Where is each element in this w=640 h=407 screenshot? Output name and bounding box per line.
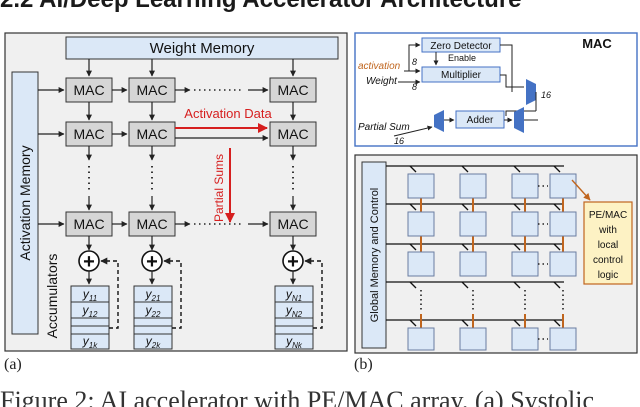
width-16-a: 16	[541, 90, 551, 100]
accumulator-col-1: + y11 y12 y1k	[70, 236, 119, 350]
multiplier-label: Multiplier	[441, 70, 482, 81]
adder-plus-colN: +	[287, 251, 299, 273]
global-memory-block	[361, 161, 387, 349]
pe-grid-bus-lines	[386, 165, 564, 321]
pe-grid-ellipses	[420, 185, 564, 340]
partial-sum-input-label: Partial Sum	[358, 122, 410, 133]
weight-memory-block	[65, 36, 339, 60]
pe-callout-arrow	[571, 179, 591, 201]
panel-a-diagram: Weight Memory Activation Memory MAC MAC …	[4, 32, 348, 352]
pe-callout-line5: logic	[598, 270, 619, 281]
global-memory-label: Global Memory and Control	[369, 188, 381, 323]
acc-cell-c1-r1: y11	[82, 287, 97, 303]
zero-detector-label: Zero Detector	[430, 41, 492, 52]
panel-a-label: (a)	[4, 356, 22, 373]
accumulator-col-N: + yN1 yN2 yNk	[274, 236, 323, 350]
weight-input-label: Weight	[366, 76, 398, 87]
width-8-a: 8	[412, 57, 417, 67]
partial-sum-input-line	[393, 125, 433, 137]
pe-callout-line1: PE/MAC	[589, 210, 627, 221]
zero-detect-bypass-line	[500, 44, 513, 92]
mac-r1cN	[269, 77, 317, 103]
mac-r2cN	[269, 121, 317, 147]
mac-r1c1	[65, 77, 113, 103]
acc-cell-c1-r2: y12	[82, 303, 98, 319]
figure-caption: Figure 2: AI accelerator with PE/MAC arr…	[0, 386, 594, 407]
activation-input-label: activation	[358, 61, 401, 72]
pe-cells	[407, 173, 577, 351]
mac-r1c2-label: MAC	[136, 82, 167, 98]
mac-r2c1-label: MAC	[73, 126, 104, 142]
accumulators-label: Accumulators	[44, 254, 60, 339]
mac-detail-title: MAC	[582, 36, 612, 51]
pe-callout-line2: with	[598, 225, 617, 236]
width-8-b: 8	[412, 82, 417, 92]
mac-r1c1-label: MAC	[73, 82, 104, 98]
width-16-b: 16	[394, 136, 404, 146]
acc-cell-c2-r2: y22	[145, 303, 161, 319]
mac-rkcN-label: MAC	[277, 216, 308, 232]
adder-plus-col2: +	[146, 251, 158, 273]
activation-to-zero-detector	[408, 42, 421, 71]
section-heading: 2.2 AI/Deep Learning Accelerator Archite…	[0, 0, 522, 14]
adder-label: Adder	[467, 115, 494, 126]
accumulator-col-2: + y21 y22 y2k	[133, 236, 182, 350]
activation-memory-block	[11, 71, 39, 335]
pe-callout-line4: control	[593, 255, 623, 266]
acc-cell-c2-rk: y2k	[145, 334, 161, 350]
mac-r1cN-label: MAC	[277, 82, 308, 98]
acc-cell-cN-r1: yN1	[285, 287, 302, 303]
acc-cell-c1-rk: y1k	[82, 334, 98, 350]
pe-grid-diagonal-taps	[409, 165, 561, 327]
weight-memory-label: Weight Memory	[150, 40, 255, 57]
acc-cell-cN-r2: yN2	[285, 303, 303, 319]
activation-memory-label: Activation Memory	[17, 145, 33, 260]
mux-3	[514, 107, 524, 133]
mac-r2c1	[65, 121, 113, 147]
panel-b-mac-detail: MAC Zero Detector Enable Multiplier acti…	[354, 32, 638, 147]
mac-rkc1-label: MAC	[73, 216, 104, 232]
mac-r2c2	[128, 121, 176, 147]
mac-r2c2-label: MAC	[136, 126, 167, 142]
multiplier-out-line	[500, 74, 524, 88]
mac-rkcN	[269, 211, 317, 237]
pe-callout-box	[583, 201, 633, 285]
adder-plus-col1: +	[83, 251, 95, 273]
acc-cell-c2-r1: y21	[145, 287, 161, 303]
pe-vertical-links	[420, 198, 564, 330]
mux-1	[526, 79, 536, 105]
mux1-adder-link	[505, 110, 536, 116]
enable-label: Enable	[448, 53, 476, 63]
pe-callout-line3: local	[598, 240, 619, 251]
activation-data-label: Activation Data	[184, 106, 272, 121]
mac-rkc2-label: MAC	[136, 216, 167, 232]
panel-b-label: (b)	[354, 356, 373, 373]
mac-r2cN-label: MAC	[277, 126, 308, 142]
mux-2	[434, 110, 444, 132]
acc-cell-cN-rk: yNk	[285, 334, 303, 350]
partial-sums-label: Partial Sums	[212, 154, 226, 222]
panel-b-pe-grid: Global Memory and Control	[354, 154, 638, 354]
